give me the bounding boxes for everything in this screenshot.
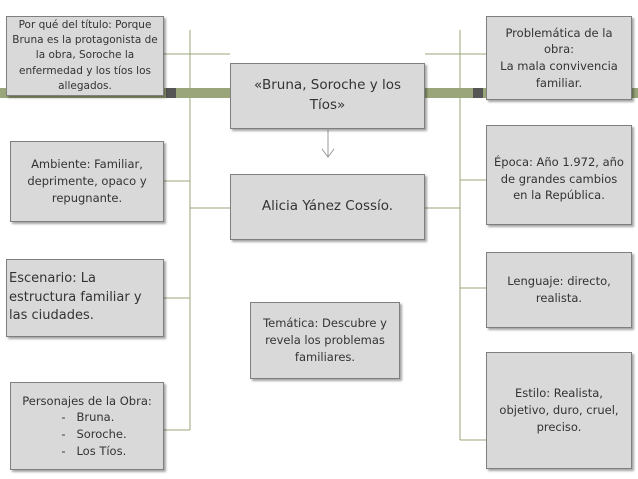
node-estilo-text: Estilo: Realista, objetivo, duro, cruel,… xyxy=(499,386,619,434)
node-author: Alicia Yánez Cossío. xyxy=(230,174,425,240)
node-personajes-heading: Personajes de la Obra: xyxy=(22,393,152,408)
node-personajes: Personajes de la Obra: - Bruna. - Soroch… xyxy=(10,382,164,470)
node-title: «Bruna, Soroche y los Tíos» xyxy=(230,63,425,129)
node-estilo: Estilo: Realista, objetivo, duro, cruel,… xyxy=(486,352,632,469)
personajes-list: - Bruna. - Soroche. - Los Tíos. xyxy=(47,409,126,459)
list-item: - Soroche. xyxy=(61,427,127,441)
band-marker-right xyxy=(473,88,483,98)
node-problematica: Problemática de la obra: La mala convive… xyxy=(486,16,632,100)
node-ambiente: Ambiente: Familiar, deprimente, opaco y … xyxy=(10,141,164,222)
band-marker-left xyxy=(166,88,176,98)
node-escenario-text: Escenario: La estructura familiar y las … xyxy=(9,270,142,324)
node-porque-titulo-text: Por qué del título: Porque Bruna es la p… xyxy=(12,19,158,92)
node-lenguaje: Lenguaje: directo, realista. xyxy=(486,252,632,328)
list-item: - Bruna. xyxy=(61,410,115,425)
node-problematica-text-2: La mala convivencia familiar. xyxy=(500,59,618,90)
node-escenario: Escenario: La estructura familiar y las … xyxy=(6,259,164,337)
list-item: - Los Tíos. xyxy=(61,443,127,458)
node-epoca-text: Época: Año 1.972, año de grandes cambios… xyxy=(494,155,624,203)
node-lenguaje-text: Lenguaje: directo, realista. xyxy=(507,274,611,305)
node-tematica-text: Temática: Descubre y revela los problema… xyxy=(263,316,387,364)
node-problematica-text-1: Problemática de la obra: xyxy=(505,25,613,57)
node-title-text: «Bruna, Soroche y los Tíos» xyxy=(253,77,402,113)
node-epoca: Época: Año 1.972, año de grandes cambios… xyxy=(486,125,632,225)
down-arrow xyxy=(321,130,335,158)
node-porque-titulo: Por qué del título: Porque Bruna es la p… xyxy=(6,16,164,96)
node-ambiente-text: Ambiente: Familiar, deprimente, opaco y … xyxy=(27,157,147,205)
node-author-text: Alicia Yánez Cossío. xyxy=(261,198,394,215)
node-tematica: Temática: Descubre y revela los problema… xyxy=(250,302,400,379)
